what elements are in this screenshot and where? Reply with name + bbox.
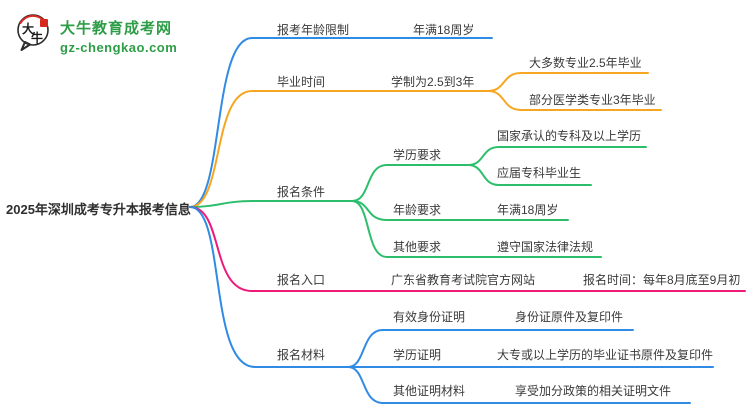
topic-graduation[interactable]: 毕业时间 [277,75,326,89]
branch-line-edu-req-child-2 [467,164,592,186]
topic-age-req[interactable]: 年龄要求 [393,203,442,217]
topic-graduation-value[interactable]: 学制为2.5到3年 [391,75,475,89]
topic-graduation-child-1[interactable]: 大多数专业2.5年毕业 [529,56,642,70]
logo-char-1: 大 [22,21,34,36]
topic-graduation-child-2[interactable]: 部分医学类专业3年毕业 [529,93,656,107]
topic-edu-req-child-2[interactable]: 应届专科毕业生 [497,166,582,180]
topic-portal-value[interactable]: 广东省教育考试院官方网站 [391,273,536,287]
topic-material-other[interactable]: 其他证明材料 [393,384,466,398]
branch-line-graduation-child-1 [487,72,649,92]
topic-materials[interactable]: 报名材料 [277,348,326,362]
branch-line-edu-req [351,164,469,202]
topic-age-limit-value[interactable]: 年满18周岁 [413,23,475,37]
logo-title: 大牛教育成考网 [60,20,173,37]
topic-portal[interactable]: 报名入口 [277,273,326,287]
root-topic[interactable]: 2025年深圳成考专升本报考信息 [6,202,191,217]
topic-material-diploma-value[interactable]: 大专或以上学历的毕业证书原件及复印件 [497,348,714,362]
topic-edu-req[interactable]: 学历要求 [393,148,442,162]
branch-line-graduation-child-2 [487,90,662,111]
topic-material-diploma[interactable]: 学历证明 [393,348,442,362]
topic-portal-time-note[interactable]: 报名时间：每年8月底至9月初 [583,273,741,287]
logo-domain: gz-chengkao.com [60,40,178,55]
branch-line-materials-child-3 [347,366,691,404]
topic-material-id[interactable]: 有效身份证明 [393,310,466,324]
topic-age-limit[interactable]: 报考年龄限制 [277,23,350,37]
branch-line-portal [189,206,746,292]
logo-texts: 大牛教育成考网 gz-chengkao.com [60,10,177,55]
branch-line-graduation [189,90,489,208]
topic-other-req-value[interactable]: 遵守国家法律法规 [497,240,594,254]
topic-requirements[interactable]: 报名条件 [277,185,326,199]
topic-material-id-value[interactable]: 身份证原件及复印件 [515,310,624,324]
logo-bull-icon: 大 牛 [17,14,49,51]
branch-line-edu-req-child-1 [467,146,647,166]
branch-line-requirements [189,200,353,208]
topic-age-req-value[interactable]: 年满18周岁 [497,203,559,217]
branch-line-materials [189,206,349,368]
branch-line-age-limit [189,37,493,208]
site-logo[interactable]: 大 牛 大牛教育成考网 gz-chengkao.com [14,10,177,55]
topic-edu-req-child-1[interactable]: 国家承认的专科及以上学历 [497,129,642,143]
branch-line-materials-child-1 [347,329,634,368]
topic-material-other-value[interactable]: 享受加分政策的相关证明文件 [515,384,672,398]
branch-line-other-req [351,200,602,258]
logo-char-2: 牛 [31,30,43,45]
topic-other-req[interactable]: 其他要求 [393,240,442,254]
